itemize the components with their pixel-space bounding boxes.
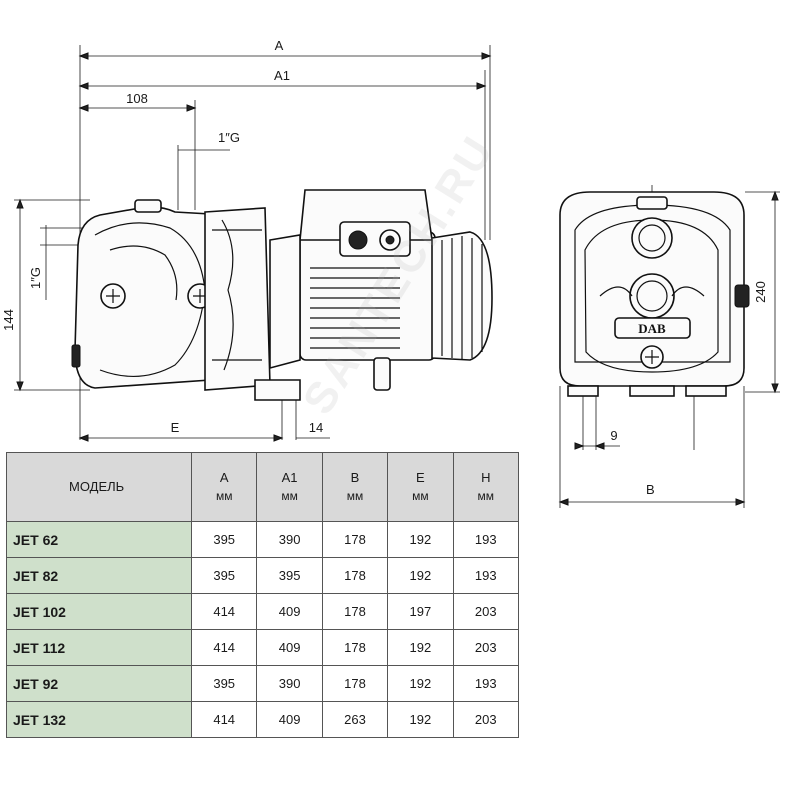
value-cell: 395 [190,557,258,594]
model-cell: JET 62 [6,521,192,558]
column-header-name: МОДЕЛЬ [69,479,125,494]
value-cell: 197 [387,593,454,630]
pump-side-view [14,45,493,442]
value-cell: 178 [321,593,389,630]
column-header-unit: мм [412,489,429,503]
pump-dimension-drawing: A A1 108 1″G 1″G 144 E 14 DAB [1,38,780,450]
model-cell: JET 112 [6,629,192,666]
dim-label-9: 9 [610,428,617,443]
column-header-name: A1 [281,470,298,485]
value-cell: 395 [190,665,258,702]
value-cell: 193 [452,521,520,558]
dim-label-144: 144 [1,309,16,331]
value-cell: 395 [190,521,258,558]
value-cell: 414 [190,629,258,666]
value-cell: 203 [452,629,520,666]
dim-label-14: 14 [309,420,323,435]
dim-label-g-top: 1″G [218,130,240,145]
dim-label-g-side: 1″G [28,267,43,289]
value-cell: 263 [321,701,389,738]
dim-b-annotation [558,450,746,508]
column-header-unit: мм [477,489,495,503]
value-cell: 390 [256,521,323,558]
column-header-unit: мм [281,489,298,503]
column-header-unit: мм [215,489,233,503]
column-header-name: B [350,470,360,485]
value-cell: 193 [452,557,520,594]
column-header: A1 мм [256,452,323,522]
value-cell: 390 [256,665,323,702]
value-cell: 395 [256,557,323,594]
value-cell: 178 [321,629,389,666]
value-cell: 193 [452,665,520,702]
value-cell: 192 [387,629,454,666]
pump-front-view: DAB [559,185,780,450]
dim-label-240: 240 [753,281,768,303]
brand-logo: DAB [638,321,666,336]
value-cell: 414 [190,701,258,738]
value-cell: 192 [387,557,454,594]
column-header-name: E [416,470,425,485]
dim-label-e: E [171,420,180,435]
value-cell: 203 [452,593,520,630]
value-cell: 409 [256,701,323,738]
column-header-unit: мм [346,489,364,503]
value-cell: 178 [321,557,389,594]
value-cell: 178 [321,521,389,558]
dim-label-a: A [275,38,284,53]
column-header: МОДЕЛЬ [6,452,192,522]
column-header-name: A [219,470,229,485]
value-cell: 192 [387,521,454,558]
value-cell: 178 [321,665,389,702]
model-cell: JET 132 [6,701,192,738]
value-cell: 192 [387,701,454,738]
dim-label-b: B [646,482,655,497]
value-cell: 414 [190,593,258,630]
column-header-name: H [481,470,491,485]
value-cell: 409 [256,629,323,666]
value-cell: 409 [256,593,323,630]
model-cell: JET 102 [6,593,192,630]
dim-label-a1: A1 [274,68,290,83]
value-cell: 192 [387,665,454,702]
model-cell: JET 82 [6,557,192,594]
model-cell: JET 92 [6,665,192,702]
value-cell: 203 [452,701,520,738]
dim-label-108: 108 [126,91,148,106]
